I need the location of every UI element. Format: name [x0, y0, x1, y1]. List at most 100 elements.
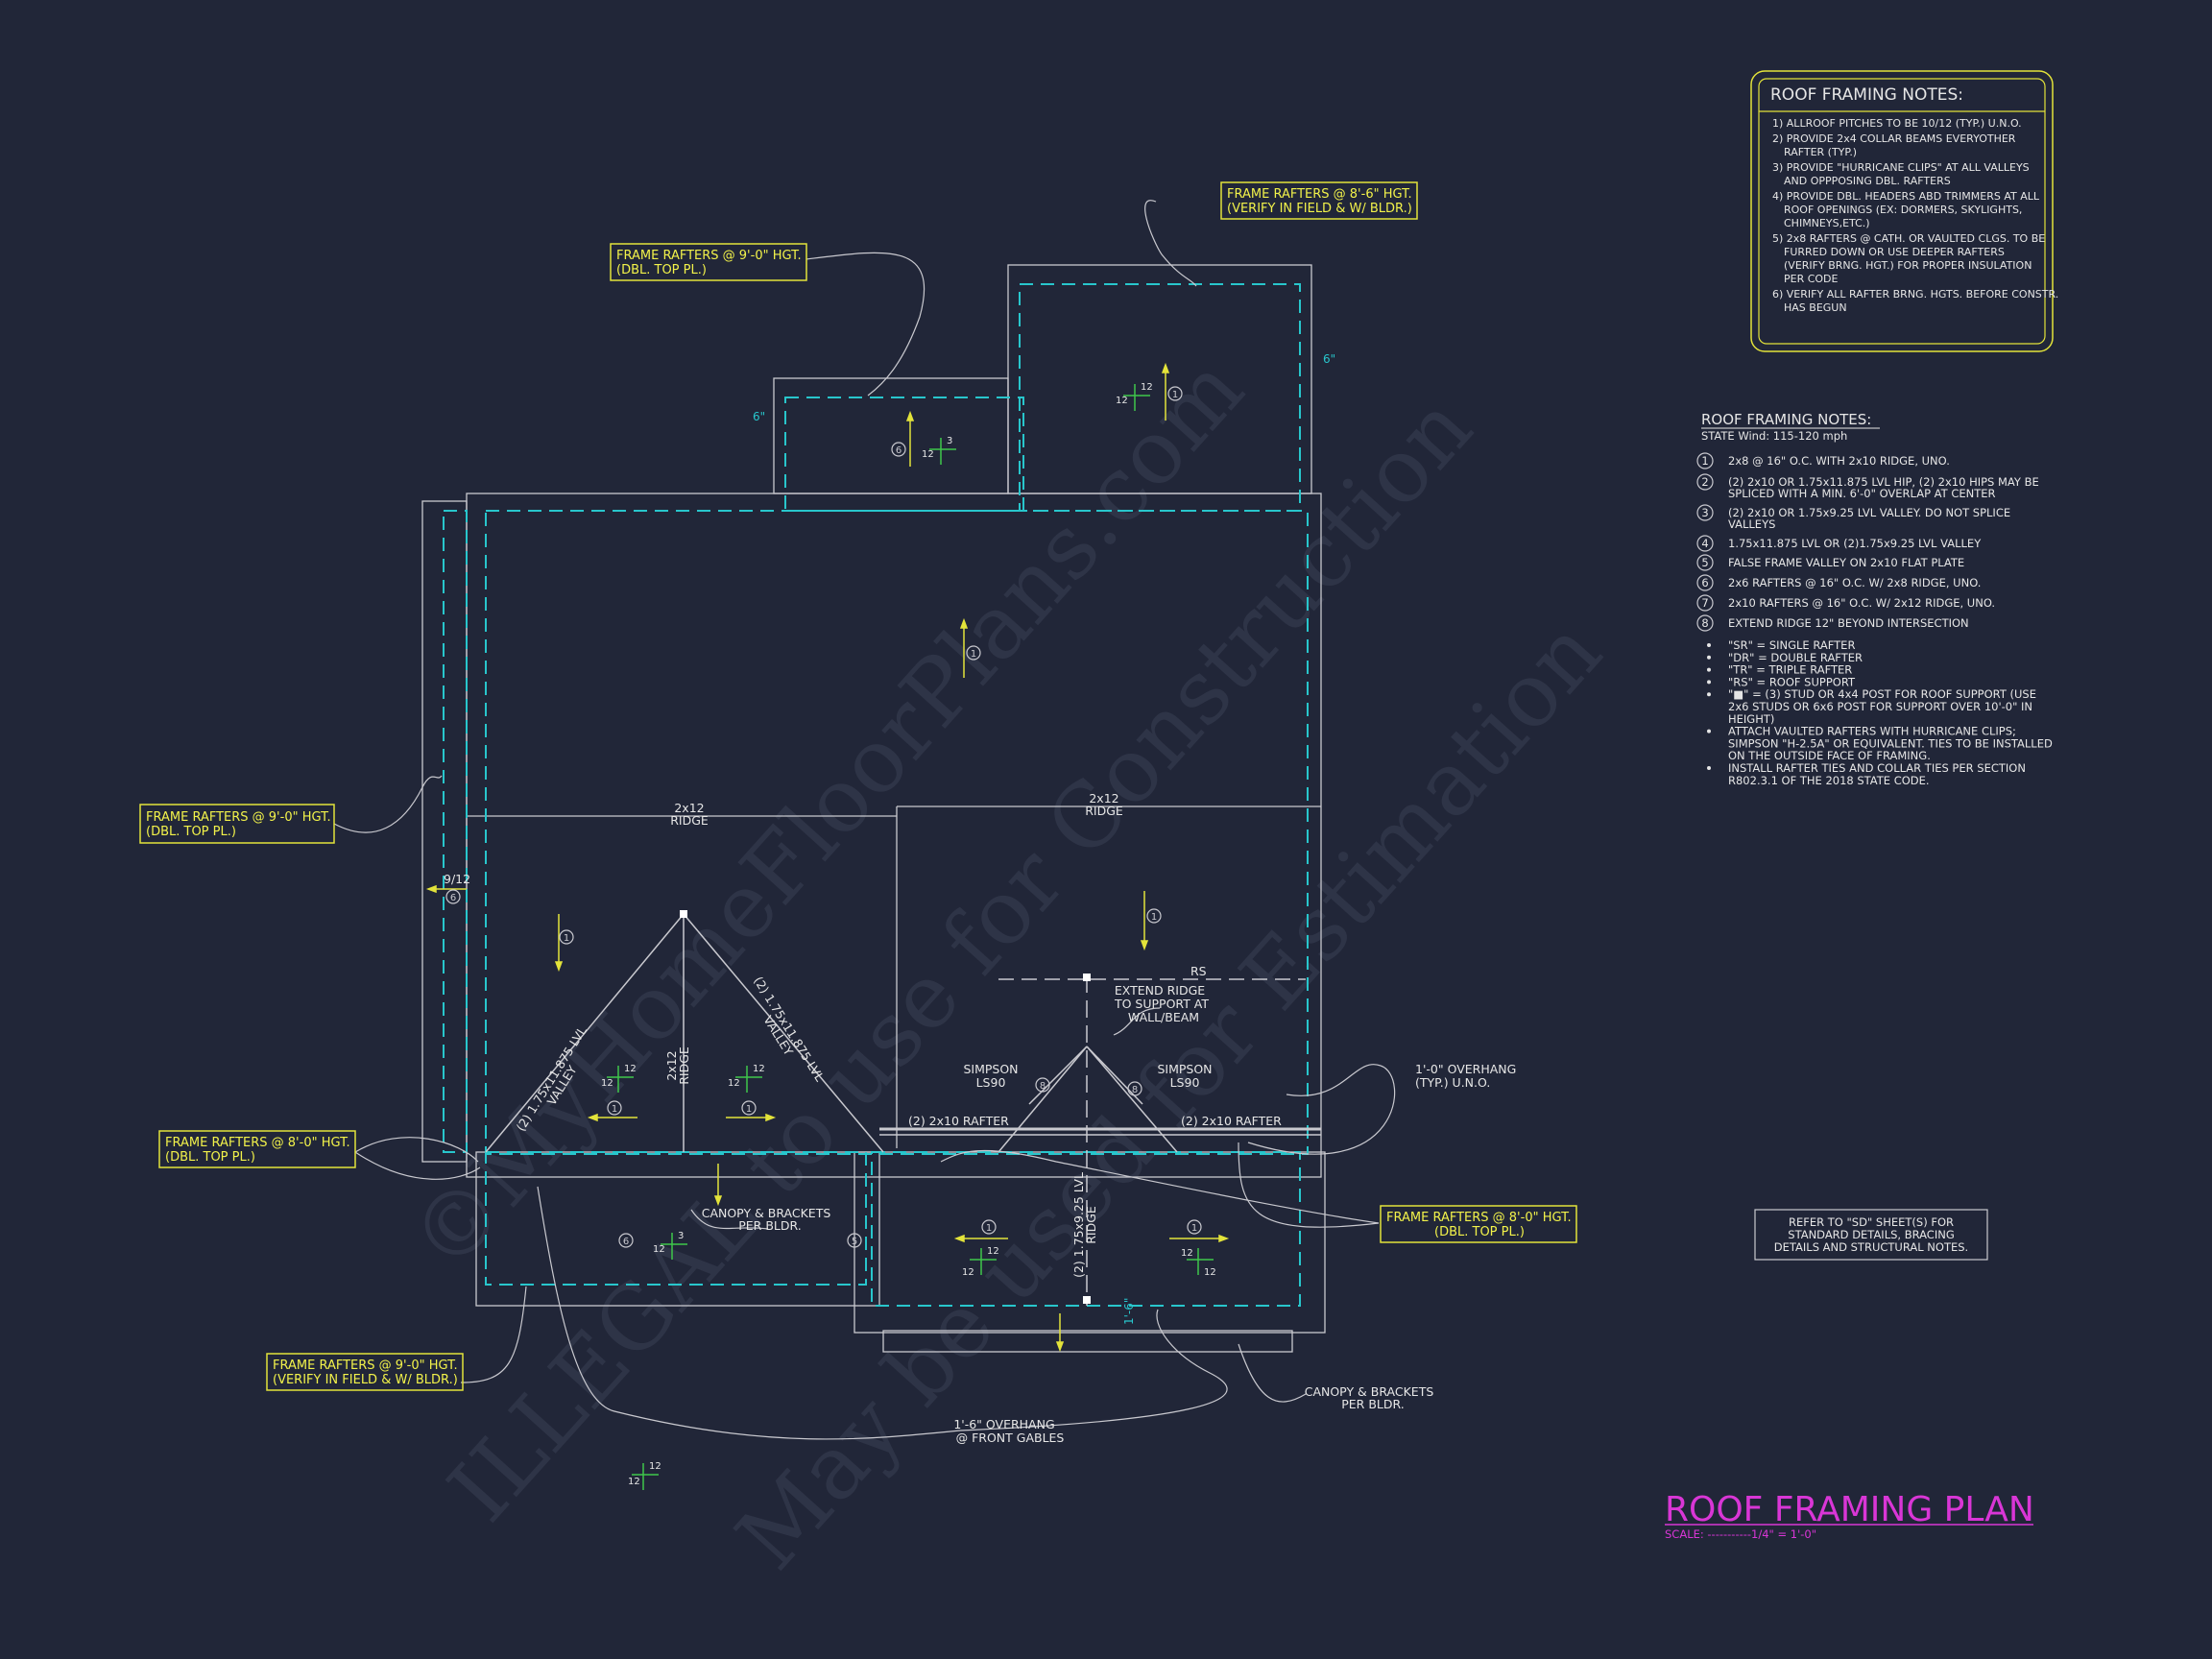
- notes-box-line: ROOF OPENINGS (EX: DORMERS, SKYLIGHTS,: [1784, 204, 2022, 216]
- legend-bullet-text: INSTALL RAFTER TIES AND COLLAR TIES PER …: [1728, 761, 2026, 775]
- legend-bullet-text: ATTACH VAULTED RAFTERS WITH HURRICANE CL…: [1728, 725, 2016, 738]
- svg-text:8: 8: [1132, 1085, 1138, 1095]
- lvl-ridge-line1: (2) 1.75x9.25 LVL: [1071, 1172, 1086, 1278]
- marker-1: 1: [1146, 908, 1162, 924]
- legend-number-circle: [1696, 473, 1714, 491]
- legend-title: ROOF FRAMING NOTES:: [1701, 411, 1871, 428]
- svg-text:1: 1: [986, 1223, 992, 1234]
- refer-line3: DETAILS AND STRUCTURAL NOTES.: [1774, 1240, 1968, 1254]
- simpson-right-line1: SIMPSON: [1157, 1062, 1212, 1076]
- lvl-ridge-line2: RIDGE: [1084, 1206, 1098, 1244]
- leader-lines: [333, 200, 1396, 1440]
- pitch-rise: 12: [628, 1477, 640, 1487]
- callout-c3: FRAME RAFTERS @ 9'-0" HGT. (DBL. TOP PL.…: [139, 804, 335, 844]
- legend-items: 1 2x8 @ 16" O.C. WITH 2x10 RIDGE, UNO. 2 (2…: [1696, 452, 2039, 632]
- legend-number-circle: [1696, 614, 1714, 632]
- svg-text:1: 1: [971, 649, 976, 660]
- rafter-right: (2) 2x10 RAFTER: [1181, 1114, 1282, 1128]
- legend-bullets: "SR" = SINGLE RAFTER"DR" = DOUBLE RAFTER…: [1707, 638, 2053, 787]
- pitch-rise: 12: [1116, 396, 1128, 406]
- svg-text:1: 1: [1191, 1223, 1197, 1234]
- plan-title-text: ROOF FRAMING PLAN: [1665, 1490, 2034, 1529]
- marker-6: 6: [891, 442, 906, 457]
- svg-text:6: 6: [896, 445, 902, 456]
- overhang-side-line1: 1'-0" OVERHANG: [1415, 1062, 1516, 1076]
- legend-number-circle: [1696, 504, 1714, 521]
- extend-ridge-line1: EXTEND RIDGE: [1115, 983, 1205, 998]
- legend-number: 8: [1701, 616, 1708, 630]
- callout-c5-line2: (DBL. TOP PL.): [1434, 1225, 1525, 1239]
- legend-number-circle: [1696, 574, 1714, 591]
- marker-1: 1: [607, 1100, 622, 1116]
- notes-box-line: AND OPPPOSING DBL. RAFTERS: [1784, 175, 1951, 187]
- plan-scale: SCALE: -----------1/4" = 1'-0": [1665, 1527, 1816, 1541]
- pitch-run: 12: [753, 1064, 765, 1074]
- legend-number: 2: [1701, 475, 1708, 489]
- bullet-dot: [1707, 655, 1711, 660]
- callout-c1-line2: (DBL. TOP PL.): [616, 263, 707, 277]
- legend-bullet-text: "TR" = TRIPLE RAFTER: [1728, 663, 1852, 677]
- ridge-vert-line1: 2x12: [664, 1050, 679, 1080]
- marker-6: 6: [618, 1233, 634, 1248]
- legend-number-circle: [1696, 535, 1714, 552]
- bullet-dot: [1707, 680, 1711, 685]
- ridge-vert-line2: RIDGE: [677, 1046, 691, 1085]
- dim-6-b: 6": [1323, 352, 1335, 366]
- legend-item-text: (2) 2x10 OR 1.75x9.25 LVL VALLEY. DO NOT…: [1728, 506, 2010, 519]
- callout-c4: FRAME RAFTERS @ 8'-0" HGT. (DBL. TOP PL.…: [158, 1130, 356, 1168]
- extend-ridge-line3: WALL/BEAM: [1128, 1010, 1199, 1024]
- callout-c1: FRAME RAFTERS @ 9'-0" HGT. (DBL. TOP PL.…: [610, 243, 807, 281]
- bullet-dot: [1707, 766, 1711, 770]
- pitch-run: 12: [1204, 1267, 1216, 1278]
- marker-5: 5: [847, 1233, 862, 1248]
- legend-bullet-text: R802.3.1 OF THE 2018 STATE CODE.: [1728, 774, 1930, 787]
- canopy-1-line2: PER BLDR.: [738, 1218, 801, 1233]
- overhang-front-line2: @ FRONT GABLES: [956, 1431, 1065, 1445]
- extend-ridge-line2: TO SUPPORT AT: [1114, 997, 1209, 1011]
- callout-c6: FRAME RAFTERS @ 9'-0" HGT. (VERIFY IN FI…: [266, 1353, 464, 1391]
- ridge-left-label: RIDGE: [670, 813, 709, 828]
- notes-box-line: 6) VERIFY ALL RAFTER BRNG. HGTS. BEFORE …: [1772, 288, 2058, 301]
- bullet-dot: [1707, 643, 1711, 647]
- pitch-run: 12: [624, 1064, 637, 1074]
- pitch-rise: 12: [962, 1267, 974, 1278]
- callout-c2: FRAME RAFTERS @ 8'-6" HGT. (VERIFY IN FI…: [1220, 181, 1418, 220]
- legend-number: 1: [1701, 454, 1708, 468]
- legend-bullet-text: "RS" = ROOF SUPPORT: [1728, 675, 1856, 688]
- legend-item-text: 2x8 @ 16" O.C. WITH 2x10 RIDGE, UNO.: [1728, 454, 1950, 468]
- marker-1: 1: [559, 929, 574, 945]
- legend-item-text: 2x10 RAFTERS @ 16" O.C. W/ 2x12 RIDGE, U…: [1728, 596, 1995, 610]
- legend-number: 6: [1701, 576, 1708, 589]
- legend-item-text: EXTEND RIDGE 12" BEYOND INTERSECTION: [1728, 616, 1969, 630]
- plan-markers: 1 6 1 6 1 1 1 1 8 8 6 5 1 1: [445, 386, 1202, 1248]
- notes-box-title: ROOF FRAMING NOTES:: [1770, 85, 1963, 105]
- marker-6: 6: [445, 889, 461, 904]
- legend-number-circle: [1696, 554, 1714, 571]
- svg-text:1: 1: [1151, 912, 1157, 923]
- callout-c2-line2: (VERIFY IN FIELD & W/ BLDR.): [1227, 202, 1412, 216]
- canopy-2-line2: PER BLDR.: [1341, 1397, 1404, 1411]
- marker-8: 8: [1127, 1081, 1142, 1096]
- notes-box-line: RAFTER (TYP.): [1784, 146, 1857, 158]
- legend-item-text: 1.75x11.875 LVL OR (2)1.75x9.25 LVL VALL…: [1728, 537, 1982, 550]
- legend-number: 3: [1701, 506, 1708, 519]
- rafter-left: (2) 2x10 RAFTER: [908, 1114, 1009, 1128]
- notes-box-line: (VERIFY BRNG. HGT.) FOR PROPER INSULATIO…: [1784, 259, 2032, 272]
- svg-text:1: 1: [1172, 390, 1178, 400]
- callout-c4-line1: FRAME RAFTERS @ 8'-0" HGT.: [165, 1136, 350, 1150]
- bullet-dot: [1707, 667, 1711, 672]
- notes-box-line: HAS BEGUN: [1784, 301, 1847, 314]
- legend-item-text-cont: VALLEYS: [1728, 517, 1775, 531]
- overhang-front-line1: 1'-6" OVERHANG: [953, 1417, 1054, 1431]
- callout-c3-line2: (DBL. TOP PL.): [146, 825, 236, 839]
- notes-box-line: 2) PROVIDE 2x4 COLLAR BEAMS EVERYOTHER: [1772, 132, 2016, 145]
- legend-wind: STATE Wind: 115-120 mph: [1701, 429, 1847, 443]
- watermark: ©MyHomeFloorPlans.com ILLEGAL to use for…: [391, 338, 1622, 1589]
- legend-bullet-text: "■" = (3) STUD OR 4x4 POST FOR ROOF SUPP…: [1728, 687, 2036, 701]
- simpson-right-line2: LS90: [1170, 1075, 1200, 1090]
- pitch-run: 12: [649, 1461, 661, 1472]
- notes-box-line: 1) ALLROOF PITCHES TO BE 10/12 (TYP.) U.…: [1772, 117, 2022, 130]
- callout-c2-line1: FRAME RAFTERS @ 8'-6" HGT.: [1227, 187, 1412, 202]
